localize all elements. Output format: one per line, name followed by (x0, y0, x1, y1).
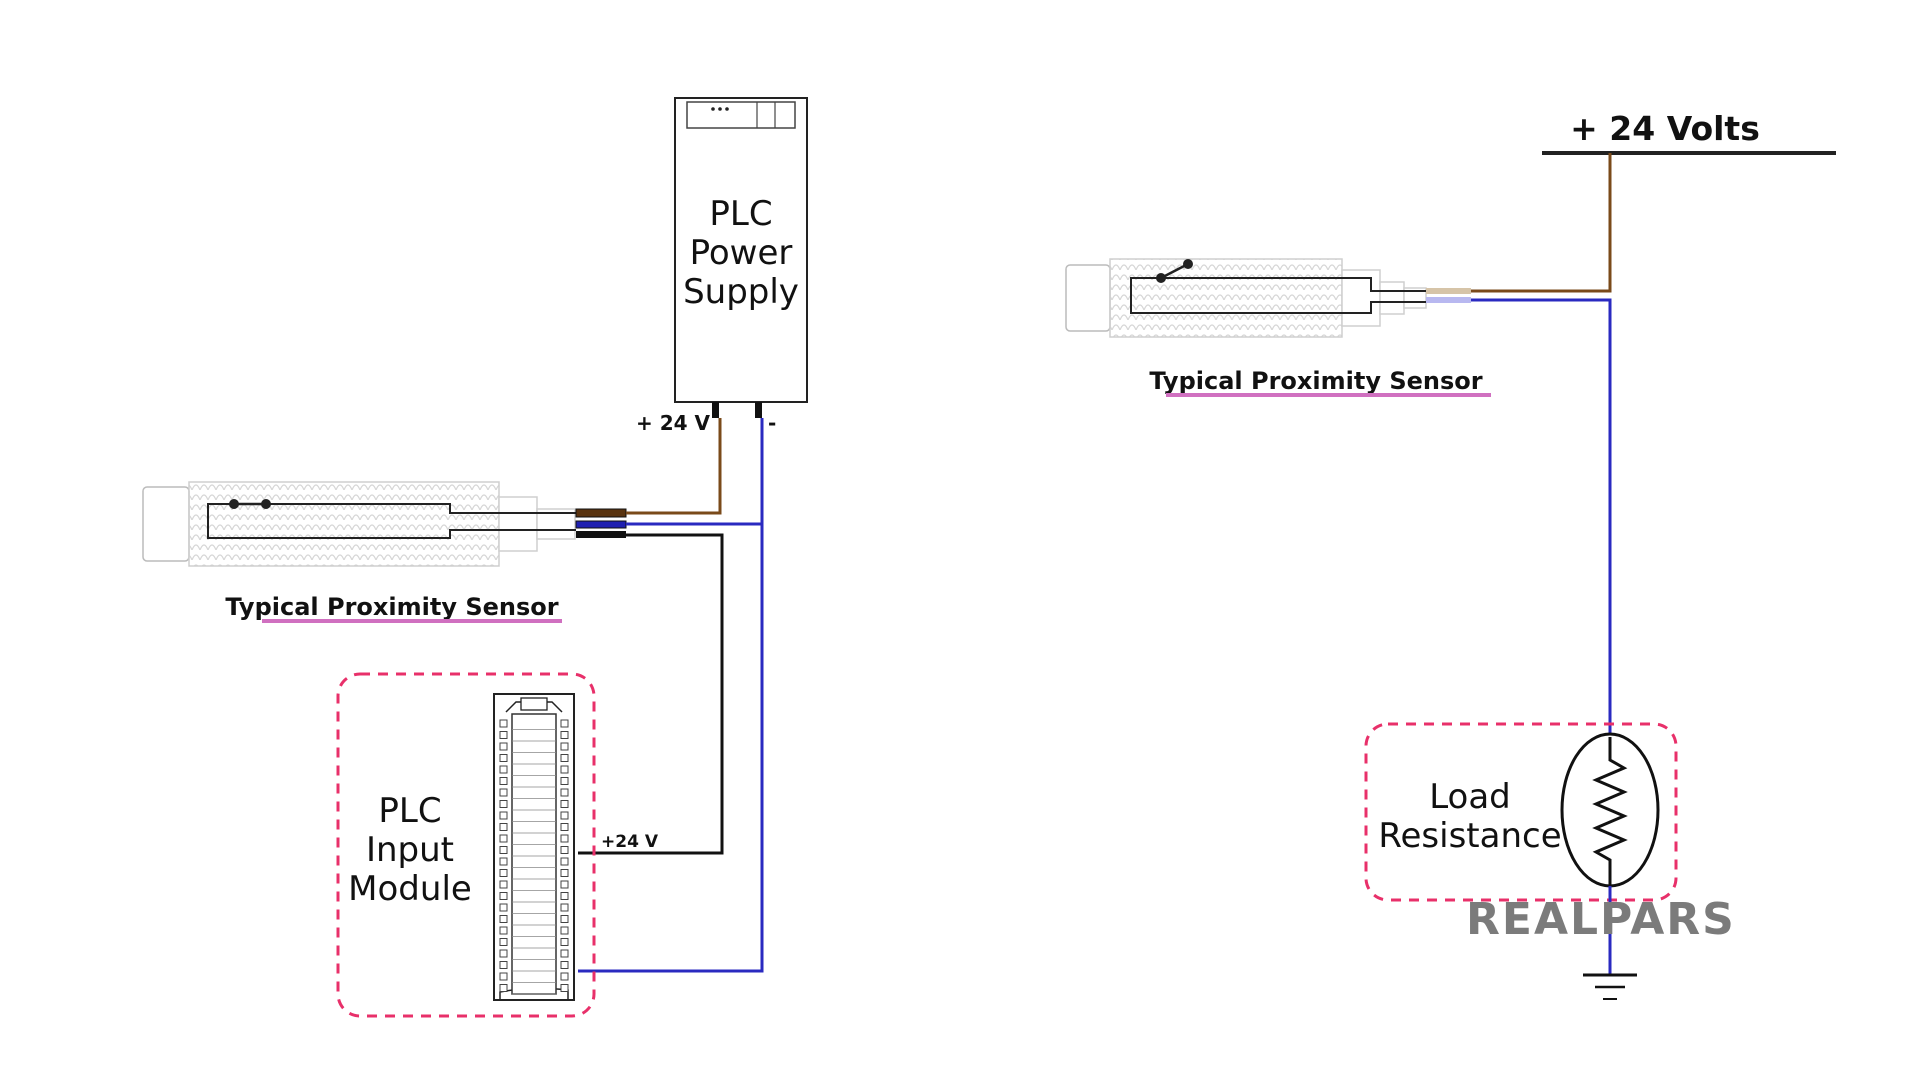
terminal-screw-right (560, 811, 569, 820)
terminal-screw-right (560, 788, 569, 797)
right-proximity-sensor: Typical Proximity Sensor (1065, 258, 1491, 397)
sensor-face (1065, 264, 1111, 332)
terminal-screw-right (560, 880, 569, 889)
load-title-line-1: Load (1429, 777, 1511, 817)
terminal-screw-left (499, 915, 508, 923)
switch-contact-1 (1156, 273, 1166, 283)
brown-wire-supply (1471, 153, 1612, 293)
terminal-screw-left (499, 719, 508, 728)
supply-rail-label: + 24 Volts (1570, 109, 1760, 148)
input-module-highlight (336, 672, 596, 1018)
terminal-screw-left (499, 846, 508, 854)
right-circuit: + 24 Volts Load Resistance (1364, 109, 1836, 1000)
terminal-screw-left (499, 811, 508, 820)
switch-contact-2 (1183, 259, 1193, 269)
sensor-face (142, 486, 190, 562)
sensor-internal-circuit (207, 503, 576, 539)
sensor-switch-open (1160, 262, 1189, 280)
terminal-screw-right (560, 846, 569, 854)
terminal-screw-right (560, 903, 569, 912)
blue-lead (575, 520, 627, 529)
terminal-screw-right (560, 754, 569, 762)
blue-wire-to-module (578, 524, 764, 973)
terminal-screw-left (499, 949, 508, 958)
minus-label: - (768, 411, 776, 435)
terminal-screw-right (560, 938, 569, 946)
brown-wire-plus (626, 418, 722, 515)
power-supply-title-line-2: Power (690, 233, 793, 273)
terminal-screw-left (499, 903, 508, 912)
terminal-screw-right (560, 892, 569, 900)
load-title-line-2: Resistance (1378, 816, 1561, 856)
terminal-screw-right (560, 915, 569, 923)
minus-terminal (755, 402, 762, 418)
terminal-screw-left (499, 857, 508, 866)
module-terminal-label: +24 V (601, 832, 659, 852)
sensor-threaded-body (188, 481, 500, 567)
terminal-screw-right (560, 777, 569, 785)
terminal-screw-right (560, 961, 569, 969)
power-supply-title-line-3: Supply (683, 272, 799, 312)
terminal-screw-left (499, 754, 508, 762)
terminal-screw-right (560, 834, 569, 843)
terminal-screw-right (560, 800, 569, 808)
left-sensor-caption: Typical Proximity Sensor (225, 593, 558, 621)
blue-lead (1426, 297, 1471, 303)
input-module-terminals (499, 719, 569, 995)
terminal-screw-left (499, 742, 508, 751)
brown-lead (1426, 288, 1471, 294)
terminal-screw-right (560, 949, 569, 958)
load-highlight (1364, 722, 1678, 902)
terminal-screw-left (499, 869, 508, 877)
terminal-screw-left (499, 892, 508, 900)
sensor-threaded-body (1109, 258, 1343, 338)
power-supply-title-line-1: PLC (709, 194, 772, 234)
blue-wire-output (1471, 298, 1612, 737)
plc-input-module-group: PLC Input Module +24 V (336, 672, 659, 1018)
terminal-screw-right (560, 742, 569, 751)
terminal-screw-right (560, 926, 569, 935)
terminal-screw-left (499, 823, 508, 831)
terminal-screw-left (499, 788, 508, 797)
terminal-screw-left (499, 765, 508, 774)
plus-24v-label: + 24 V (636, 411, 711, 435)
input-module-title-line-2: Input (366, 830, 454, 870)
terminal-screw-left (499, 984, 508, 992)
input-module-title-line-3: Module (348, 869, 472, 909)
terminal-screw-left (499, 938, 508, 946)
terminal-screw-left (499, 961, 508, 969)
terminal-screw-right (560, 731, 569, 739)
terminal-screw-right (560, 823, 569, 831)
sensor-internal-circuit (1130, 277, 1426, 314)
black-lead (576, 531, 626, 538)
terminal-screw-left (499, 731, 508, 739)
switch-contact-2 (261, 499, 271, 509)
resistor-zigzag (1592, 737, 1628, 886)
input-module-title-line-1: PLC (378, 791, 441, 831)
terminal-screw-left (499, 972, 508, 981)
realpars-logo: REALPARS (1466, 894, 1736, 945)
terminal-screw-left (499, 834, 508, 843)
terminal-screw-right (560, 719, 569, 728)
terminal-screw-left (499, 880, 508, 889)
plus-terminal (712, 402, 719, 418)
plc-power-supply: PLC Power Supply + 24 V - (636, 97, 808, 435)
terminal-screw-left (499, 777, 508, 785)
left-wiring (578, 418, 764, 973)
terminal-screw-right (560, 857, 569, 866)
terminal-screw-right (560, 972, 569, 981)
brown-lead (575, 508, 627, 518)
switch-contact-1 (229, 499, 239, 509)
ground-icon (1583, 973, 1637, 1000)
terminal-screw-right (560, 869, 569, 877)
black-signal-wire (578, 533, 724, 855)
terminal-screw-left (499, 926, 508, 935)
left-proximity-sensor: Typical Proximity Sensor (142, 481, 627, 623)
terminal-screw-right (560, 765, 569, 774)
terminal-screw-left (499, 800, 508, 808)
right-sensor-caption: Typical Proximity Sensor (1149, 367, 1482, 395)
terminal-screw-right (560, 984, 569, 992)
